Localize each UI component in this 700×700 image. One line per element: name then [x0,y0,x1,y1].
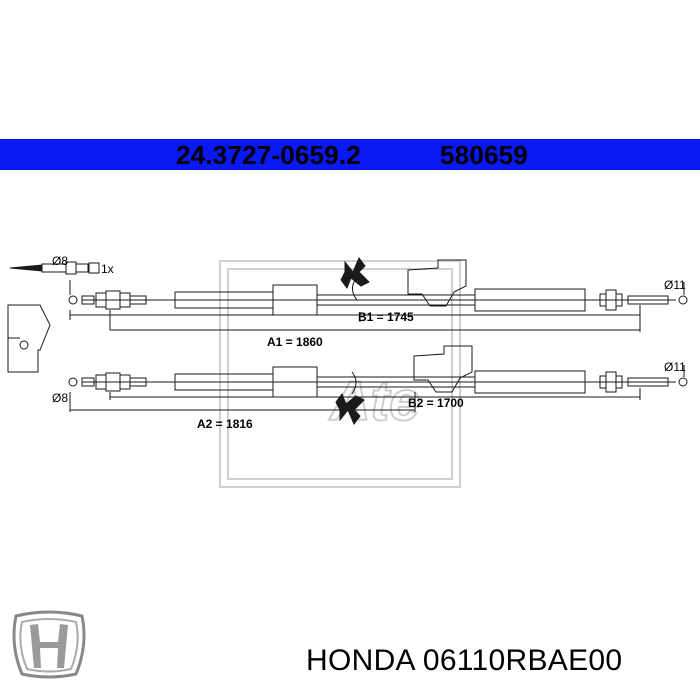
honda-logo-icon [12,610,86,679]
cable-tie-accessory: 1x [9,261,114,276]
part-code: 06110RBAE00 [422,644,623,677]
part-caption: HONDA 06110RBAE00 [306,644,622,678]
cable2-left-diameter: Ø8 [52,391,68,405]
cable-diagram: Ate 1x [7,254,688,488]
cable2-right-diameter: Ø11 [664,360,686,374]
footer: HONDA 06110RBAE00 [0,610,700,700]
mounting-bracket [7,304,51,373]
cable1-length-b: B1 = 1745 [358,310,414,324]
cable-1: Ø8 Ø11 B1 = 1745 A1 = 1860 [52,254,688,349]
cable2-length-b: B2 = 1700 [408,396,464,410]
kit-quantity: 1x [101,262,114,276]
brand-name: HONDA [306,644,415,677]
cable2-length-a: A2 = 1816 [197,417,253,431]
part-number-banner: 24.3727-0659.2 580659 [0,139,700,170]
part-number: 24.3727-0659.2 [176,140,361,170]
cable1-right-diameter: Ø11 [664,278,686,292]
cable1-left-diameter: Ø8 [52,254,68,268]
alt-part-number: 580659 [440,140,528,170]
cable1-length-a: A1 = 1860 [267,335,323,349]
cable-2: Ø8 Ø11 B2 = 1700 A2 = 1816 [52,345,688,431]
